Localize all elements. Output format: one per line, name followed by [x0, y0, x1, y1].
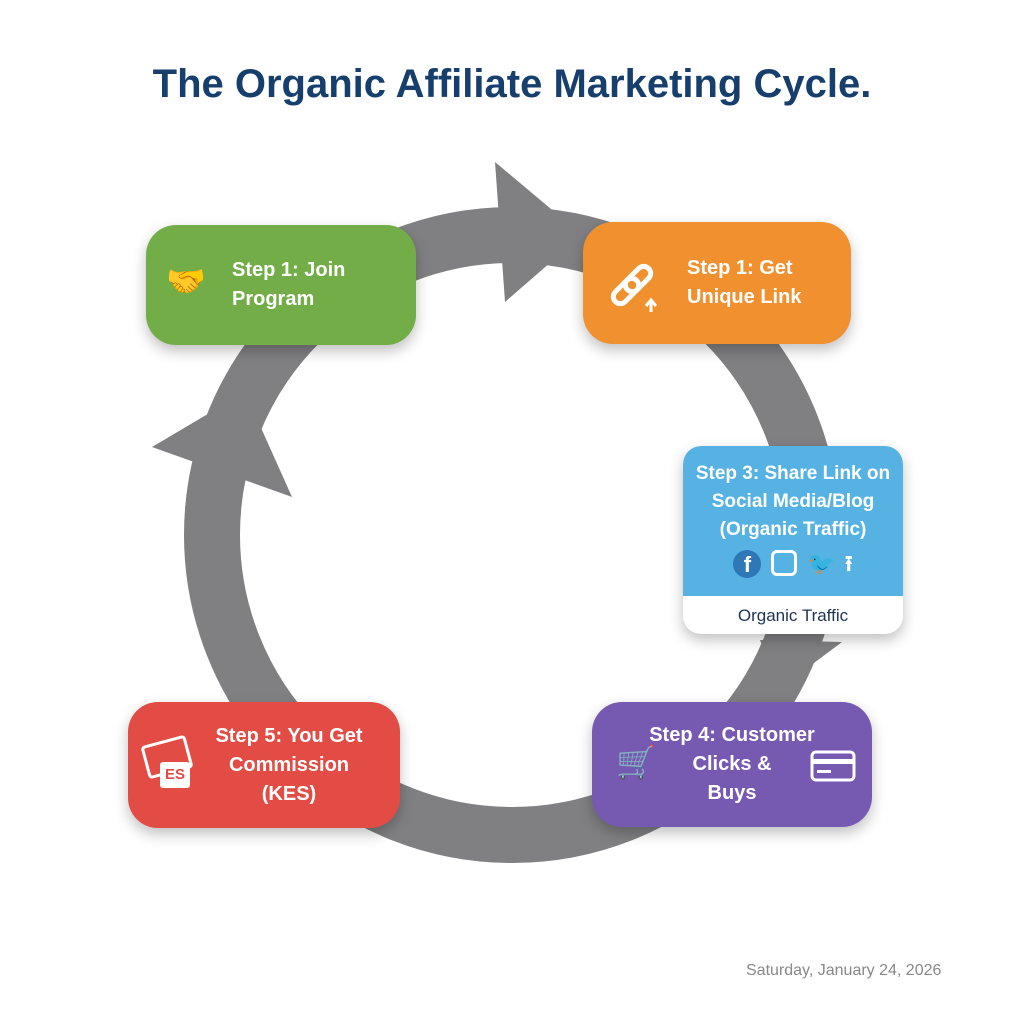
step-label: Step 5: You Get: [215, 724, 363, 747]
link-icon: [610, 263, 658, 312]
step-label: Step 3: Share Link on: [695, 463, 891, 484]
money-icon-label: ES: [160, 762, 190, 788]
handshake-icon: 🤝: [166, 263, 206, 299]
instagram-icon: [771, 550, 798, 576]
step-label: (Organic Traffic): [719, 519, 867, 540]
arrowhead-right: [760, 640, 842, 690]
step-customer-buys: 🛒 Step 4: Customer Clicks & Buys: [592, 702, 872, 827]
step-join-program: 🤝 Step 1: Join Program: [146, 225, 416, 345]
step-label: Step 4: Customer: [649, 724, 815, 746]
upload-icon: ⭱: [844, 551, 853, 576]
step-label: Buys: [707, 782, 757, 804]
step-share-link: Step 3: Share Link on Social Media/Blog …: [683, 446, 903, 634]
money-icon: ES: [140, 734, 194, 790]
step-label: Step 1: Get: [687, 257, 793, 279]
step-label: Social Media/Blog: [711, 491, 875, 512]
facebook-icon: f: [733, 550, 762, 578]
step-label: (KES): [261, 782, 317, 805]
diagram-title: The Organic Affiliate Marketing Cycle.: [152, 62, 872, 106]
step-label: Clicks &: [692, 753, 772, 775]
organic-traffic-caption: Organic Traffic: [737, 606, 849, 625]
step-label: Commission: [228, 753, 350, 776]
step-get-link: Step 1: Get Unique Link: [583, 222, 851, 344]
twitter-icon: 🐦: [807, 551, 835, 576]
credit-card-icon: [810, 750, 856, 782]
arrowhead-top: [495, 162, 582, 302]
date-stamp: Saturday, January 24, 2026: [746, 962, 942, 979]
step-label: Step 1: Join: [232, 259, 346, 281]
step-label: Program: [232, 288, 315, 310]
arrowhead-left: [152, 392, 292, 497]
step-commission: ES Step 5: You Get Commission (KES): [128, 702, 400, 828]
cart-icon: 🛒: [616, 744, 656, 780]
step-label: Unique Link: [687, 286, 802, 308]
